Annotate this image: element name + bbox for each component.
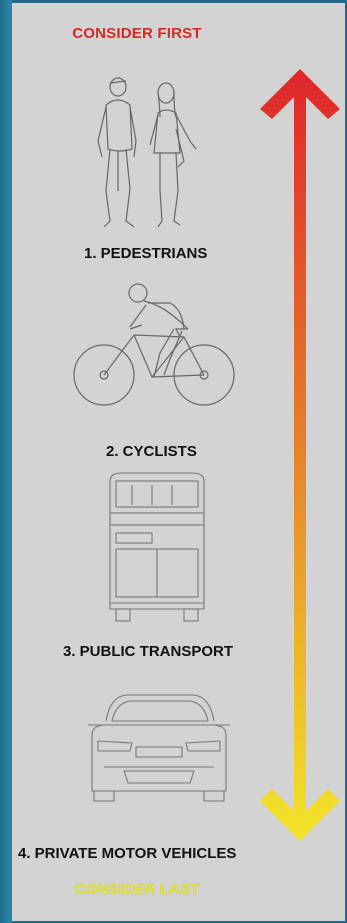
car-icon [78, 691, 240, 803]
hierarchy-panel: CONSIDER FIRST 1. PEDESTRIANS [12, 3, 345, 921]
level-1-label: 1. PEDESTRIANS [84, 245, 207, 262]
cyclist-icon [64, 279, 244, 409]
pedestrians-icon [80, 71, 200, 233]
level-2-label: 2. CYCLISTS [106, 443, 197, 460]
bus-icon [102, 471, 212, 623]
level-4-label: 4. PRIVATE MOTOR VEHICLES [18, 845, 236, 862]
consider-last-heading: CONSIDER LAST [12, 881, 262, 898]
consider-first-heading: CONSIDER FIRST [12, 25, 262, 42]
priority-double-arrow [260, 69, 340, 843]
level-3-label: 3. PUBLIC TRANSPORT [63, 643, 233, 660]
